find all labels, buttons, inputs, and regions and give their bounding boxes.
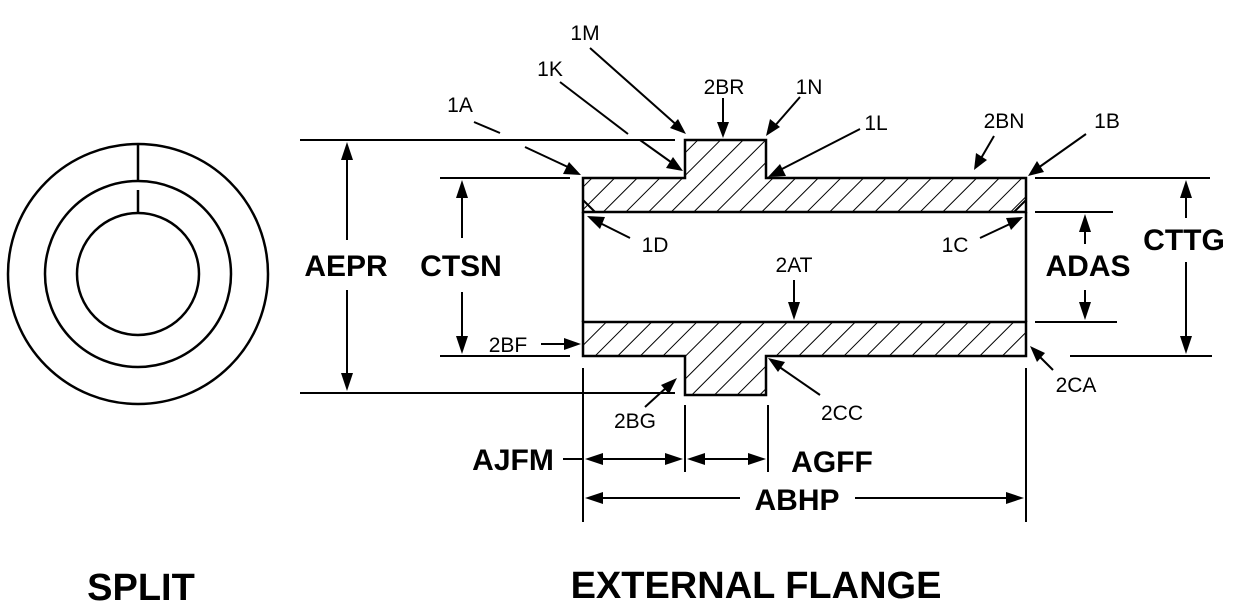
callout-2bf: 2BF bbox=[489, 334, 528, 357]
dim-ajfm: AJFM bbox=[472, 444, 554, 477]
callout-1a: 1A bbox=[447, 94, 473, 117]
lower-wall-section bbox=[581, 320, 1028, 397]
flange-section bbox=[581, 138, 1028, 397]
callout-2ca: 2CA bbox=[1056, 374, 1097, 397]
callout-1l: 1L bbox=[864, 112, 887, 135]
dim-abhp: ABHP bbox=[754, 484, 839, 517]
callout-2bn: 2BN bbox=[984, 110, 1025, 133]
leader-lines bbox=[473, 47, 1087, 408]
callout-1c: 1C bbox=[942, 234, 969, 257]
callout-2br: 2BR bbox=[704, 76, 745, 99]
callout-1b: 1B bbox=[1094, 110, 1120, 133]
callout-1d: 1D bbox=[642, 234, 669, 257]
dim-cttg: CTTG bbox=[1143, 224, 1225, 257]
outer-circle bbox=[6, 142, 270, 406]
callout-2cc: 2CC bbox=[821, 402, 863, 425]
callout-2at: 2AT bbox=[776, 254, 813, 277]
callout-1n: 1N bbox=[796, 76, 823, 99]
inner-circle bbox=[75, 211, 201, 337]
upper-wall-section bbox=[581, 138, 1028, 214]
callout-1m: 1M bbox=[570, 22, 599, 45]
split-end-view bbox=[6, 142, 270, 406]
split-title: SPLIT bbox=[87, 567, 195, 609]
dim-aepr: AEPR bbox=[304, 250, 388, 283]
vertical-dimensions bbox=[341, 142, 1192, 391]
callout-1k: 1K bbox=[537, 58, 563, 81]
external-flange-title: EXTERNAL FLANGE bbox=[571, 565, 942, 607]
dim-agff: AGFF bbox=[791, 446, 873, 479]
extension-lines bbox=[300, 139, 1212, 522]
horizontal-dimensions bbox=[563, 453, 1024, 504]
dim-adas: ADAS bbox=[1045, 250, 1130, 283]
callout-2bg: 2BG bbox=[614, 410, 656, 433]
dim-ctsn: CTSN bbox=[420, 250, 502, 283]
